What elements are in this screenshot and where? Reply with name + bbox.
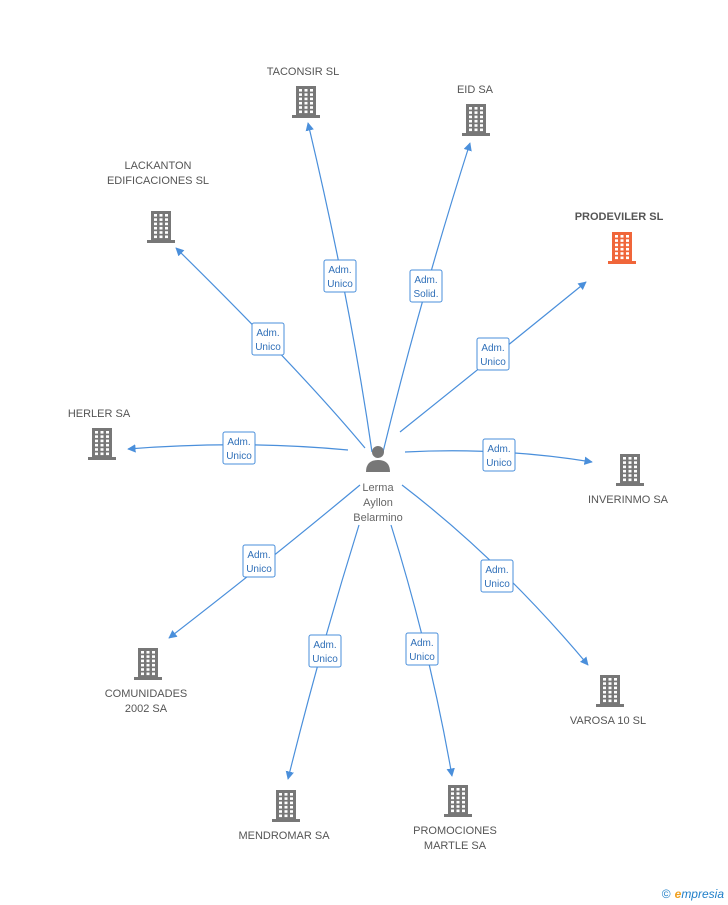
role-text: Unico bbox=[226, 451, 252, 462]
edge-inverinmo: Adm. Unico bbox=[404, 438, 593, 472]
role-badge[interactable]: Adm. Solid. bbox=[409, 269, 443, 303]
company-name: LACKANTON bbox=[124, 160, 191, 172]
role-text: Adm. bbox=[487, 444, 510, 455]
company-name: PROMOCIONES bbox=[413, 825, 497, 837]
company-name: VAROSA 10 SL bbox=[570, 715, 646, 727]
person-name: Ayllon bbox=[363, 497, 393, 509]
edge-prodeviler: Adm. Unico bbox=[399, 281, 587, 433]
role-badge[interactable]: Adm. Unico bbox=[405, 632, 439, 666]
role-badge[interactable]: Adm. Unico bbox=[323, 259, 357, 293]
role-badge[interactable]: Adm. Unico bbox=[480, 559, 514, 593]
building-icon bbox=[596, 675, 624, 707]
role-badge[interactable]: Adm. Unico bbox=[308, 634, 342, 668]
role-text: Adm. bbox=[247, 550, 270, 561]
edge-comunidades: Adm. Unico bbox=[168, 484, 361, 639]
role-text: Adm. bbox=[485, 565, 508, 576]
company-name: MENDROMAR SA bbox=[238, 830, 330, 842]
role-text: Adm. bbox=[481, 343, 504, 354]
edge-herler: Adm. Unico bbox=[127, 431, 349, 465]
nodes-layer: TACONSIR SL EID SA PRODEVILER SL LACKANTON E… bbox=[68, 66, 669, 852]
company-node-prodeviler[interactable]: PRODEVILER SL bbox=[575, 211, 664, 264]
role-badge[interactable]: Adm. Unico bbox=[251, 322, 285, 356]
role-text: Unico bbox=[327, 279, 353, 290]
company-name: INVERINMO SA bbox=[588, 494, 669, 506]
company-node-taconsir[interactable]: TACONSIR SL bbox=[267, 66, 340, 118]
role-badge[interactable]: Adm. Unico bbox=[242, 544, 276, 578]
brand-logo[interactable]: ©empresia bbox=[662, 887, 724, 901]
company-node-varosa[interactable]: VAROSA 10 SL bbox=[570, 675, 646, 727]
role-text: Unico bbox=[409, 652, 435, 663]
role-badge[interactable]: Adm. Unico bbox=[476, 337, 510, 371]
edge-lackanton: Adm. Unico bbox=[175, 247, 366, 449]
company-node-promociones[interactable]: PROMOCIONES MARTLE SA bbox=[413, 785, 497, 852]
company-name: EID SA bbox=[457, 84, 494, 96]
building-icon bbox=[616, 454, 644, 486]
person-name: Lerma bbox=[362, 482, 394, 494]
role-text: Unico bbox=[484, 579, 510, 590]
role-text: Adm. bbox=[313, 640, 336, 651]
role-badge[interactable]: Adm. Unico bbox=[482, 438, 516, 472]
edge-arrow bbox=[305, 122, 373, 453]
company-name: TACONSIR SL bbox=[267, 66, 340, 78]
company-node-lackanton[interactable]: LACKANTON EDIFICACIONES SL bbox=[107, 160, 209, 243]
brand-initial: e bbox=[674, 887, 682, 901]
role-text: Unico bbox=[486, 458, 512, 469]
building-icon bbox=[292, 86, 320, 118]
company-name: 2002 SA bbox=[125, 703, 168, 715]
edge-varosa: Adm. Unico bbox=[401, 484, 589, 666]
role-text: Adm. bbox=[227, 437, 250, 448]
company-node-eid[interactable]: EID SA bbox=[457, 84, 494, 136]
person-name: Belarmino bbox=[353, 512, 403, 524]
person-icon bbox=[366, 446, 390, 472]
role-text: Solid. bbox=[413, 289, 438, 300]
company-name: HERLER SA bbox=[68, 408, 131, 420]
edge-arrow bbox=[175, 247, 366, 449]
company-node-herler[interactable]: HERLER SA bbox=[68, 408, 131, 460]
company-node-mendromar[interactable]: MENDROMAR SA bbox=[238, 790, 330, 842]
building-icon bbox=[462, 104, 490, 136]
role-text: Unico bbox=[480, 357, 506, 368]
role-text: Unico bbox=[255, 342, 281, 353]
role-badge[interactable]: Adm. Unico bbox=[222, 431, 256, 465]
edge-taconsir: Adm. Unico bbox=[305, 122, 373, 453]
building-icon bbox=[608, 232, 636, 264]
building-icon bbox=[134, 648, 162, 680]
building-icon bbox=[444, 785, 472, 817]
edge-eid: Adm. Solid. bbox=[382, 142, 472, 453]
company-node-inverinmo[interactable]: INVERINMO SA bbox=[588, 454, 669, 506]
company-name: MARTLE SA bbox=[424, 840, 487, 852]
role-text: Adm. bbox=[410, 638, 433, 649]
brand-name: mpresia bbox=[681, 887, 724, 901]
building-icon bbox=[272, 790, 300, 822]
company-name: PRODEVILER SL bbox=[575, 211, 664, 223]
company-node-comunidades[interactable]: COMUNIDADES 2002 SA bbox=[105, 648, 188, 715]
building-icon bbox=[147, 211, 175, 243]
role-text: Adm. bbox=[414, 275, 437, 286]
edge-mendromar: Adm. Unico bbox=[285, 524, 360, 780]
company-name: COMUNIDADES bbox=[105, 688, 188, 700]
edge-promociones: Adm. Unico bbox=[390, 524, 455, 777]
role-text: Adm. bbox=[256, 328, 279, 339]
role-text: Unico bbox=[312, 654, 338, 665]
role-text: Adm. bbox=[328, 265, 351, 276]
role-text: Unico bbox=[246, 564, 272, 575]
building-icon bbox=[88, 428, 116, 460]
company-name: EDIFICACIONES SL bbox=[107, 175, 209, 187]
copyright-icon: © bbox=[661, 887, 671, 901]
